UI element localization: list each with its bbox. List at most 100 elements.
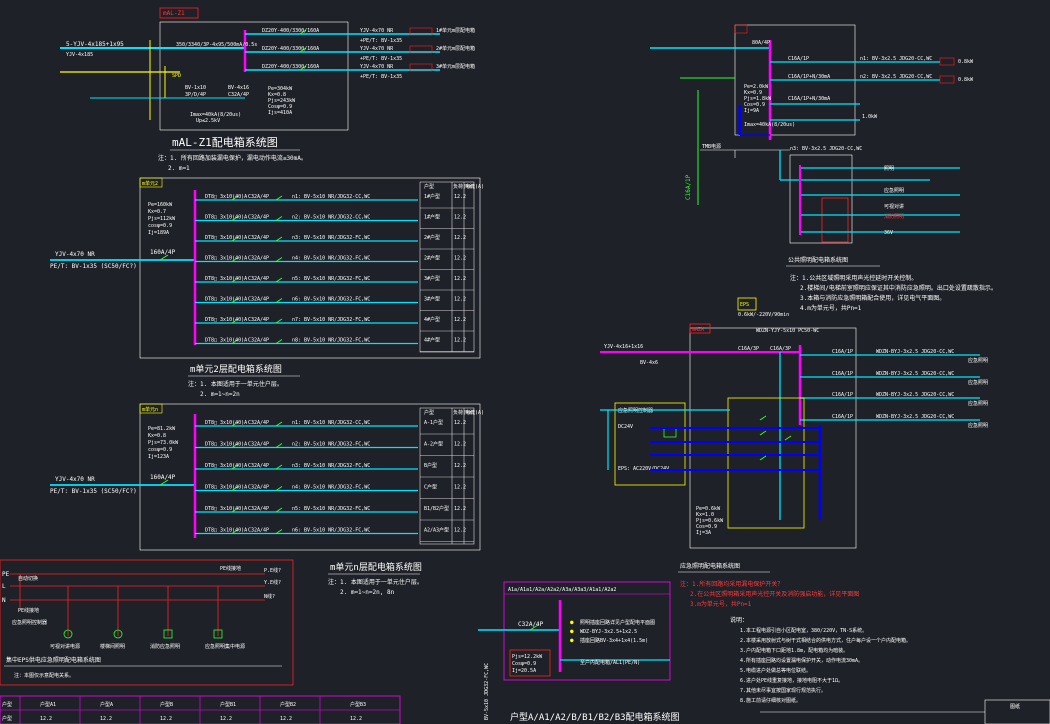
mal-breaker2: BV-4x16 (228, 85, 249, 91)
panel_m2-row-unit: 3#户型 (424, 296, 440, 303)
panel_mn-row-kw: 12.2 (454, 420, 466, 426)
mal-calc-2: Pjs=243kW (268, 98, 296, 104)
mal-note-1: 2. m=1 (168, 165, 190, 172)
public-spd: Imax=40kA(8/20us) (744, 122, 795, 128)
epsb-note: 注：本图仅示意配电关系。 (14, 672, 74, 679)
public-c16-0: C16A/1P (788, 56, 809, 62)
mn-incoming: YJV-4x70 NR (55, 476, 95, 483)
eps-top-sub: 0.6kW/-220V/90min (738, 312, 789, 318)
epsb-right-1: P.E线? (264, 567, 281, 574)
panel_mn-row-br: C32A/4P (248, 420, 269, 426)
panel_mn-row-line: n2: BV-5x10 NR/JDG32-FC,WC (292, 442, 370, 448)
mn-th-0: 户型 (424, 409, 434, 416)
mn-code: m单元n (142, 406, 158, 413)
m2-th-0: 户型 (424, 183, 434, 190)
panel_mn-row-sw: DT8□ 3x10(40)A (205, 442, 247, 448)
mn-calc-2: Pjs=73.0kW (148, 440, 179, 446)
panel_m2-row-sw: DT8□ 3x10(40)A (205, 297, 247, 303)
user-main: C32A/4P (518, 621, 544, 628)
m2-calc-0: Pe=160kW (148, 202, 173, 208)
eps-incoming2: WDZN-YJY-5x10 PC50-WC (756, 328, 819, 334)
panel_m2-row-line: n6: BV-5x10 NR/JDG32-FC,WC (292, 297, 370, 303)
right-notes: 说明： 1.本工程电源引自小区配电室，380/220V，TN-S系统。 2.本楼… (730, 616, 1050, 724)
user-title: 户型A/A1/A2/B/B1/B2/B3配电箱系统图 (510, 711, 680, 723)
panel_mn-row-unit: A-1户型 (424, 419, 443, 426)
panel_m2-row-kw: 12.2 (454, 338, 466, 344)
mal-note-0: 注：1. 所有回路加装漏电保护，漏电动作电流≤30mA。 (158, 154, 307, 162)
mal-spd: SPD (172, 73, 181, 79)
mal-feeder-dest-2: 3#单元m层配电箱 (436, 63, 475, 70)
panel-m2: m单元2 YJV-4x70 NR PE/T: BV-1x35 (SC50/FC?… (50, 177, 484, 398)
epsb-item-2: 楼梯间照明 (100, 643, 125, 650)
mal-feeder-dest-0: 1#单元m层配电箱 (436, 27, 475, 34)
epsb-item-1: 可视对讲电源 (50, 643, 80, 650)
bt-r-1: 12.2 (40, 716, 52, 722)
mn-th-2: 电流(A) (465, 409, 484, 416)
m2-main-sw: 160A/4P (150, 249, 176, 256)
panel_m2-row-br: C32A/4P (248, 276, 269, 282)
mal-feeder-cable-2: YJV-4x70 NR (360, 64, 394, 70)
bt-r-6: 12.2 (350, 716, 362, 722)
public-note-1: 2.楼梯间/电梯前室照明应保证其中消防应急照明。出口处设置疏散指示。 (800, 284, 997, 292)
panel-mn: m单元n YJV-4x70 NR PE/T: BV-1x35 (SC50/FC?… (50, 403, 484, 596)
mal-calc-1: Kx=0.8 (268, 92, 286, 98)
mal-code: mAL-Z1 (163, 10, 185, 17)
eps-calc-4: Ij=3A (696, 530, 711, 536)
mal-incoming-cable: 5-YJV-4x185+1x95 (66, 41, 124, 48)
eps-load-br-3: C16A/1P (832, 414, 853, 420)
panel_m2-row-sw: DT8□ 3x10(40)A (205, 338, 247, 344)
panel_m2-row-kw: 12.2 (454, 297, 466, 303)
eps-load-dest-3: 应急照明 (968, 422, 988, 429)
mal-feeder-sub-1: +PE/T: BV-1x35 (360, 56, 402, 62)
panel_mn-row-br: C32A/4P (248, 485, 269, 491)
public-breaker: 80A/4P (752, 40, 770, 46)
panel_mn-row-line: n5: BV-5x10 NR/JDG32-FC,WC (292, 506, 370, 512)
mal-feeder-sw-2: DZ20Y-400/3300/160A (262, 64, 319, 70)
eps-load-dest-2: 应急照明 (968, 400, 988, 407)
panel_mn-row-sw: DT8□ 3x10(40)A (205, 528, 247, 534)
rn-line-6: 7.其他未尽事宜按国家现行规范执行。 (740, 687, 826, 694)
panel_m2-row-br: C32A/4P (248, 235, 269, 241)
mal-feeder-sub-2: +PE/T: BV-1x35 (360, 74, 402, 80)
rn-line-0: 1.本工程电源引自小区配电室，380/220V，TN-S系统。 (740, 627, 867, 634)
eps-load-br-1: C16A/1P (832, 371, 853, 377)
panel_m2-row-unit: 2#户型 (424, 255, 440, 262)
eps-load-dest-0: 应急照明 (968, 357, 988, 364)
public-right-1: 应急照明 (884, 187, 904, 194)
public-right-4: 36V (884, 230, 893, 236)
public-note-0: 注：1.公共区域照明采用声光控延时开关控制。 (790, 274, 917, 282)
mal-calc-3: Cosφ=0.9 (268, 104, 292, 110)
panel_m2-row-sw: DT8□ 3x10(40)A (205, 215, 247, 221)
panel_mn-row-kw: 12.2 (454, 528, 466, 534)
eps-load-br-2: C16A/1P (832, 392, 853, 398)
public-load-2: 1.0kW (862, 114, 878, 120)
bt-h-5: 户型B2 (280, 701, 296, 708)
panel_m2-row-line: n3: BV-5x10 NR/JDG32-FC,WC (292, 235, 370, 241)
title-block-label: 图纸 (1010, 703, 1020, 710)
panel_mn-row-kw: 12.2 (454, 442, 466, 448)
panel_mn-row-line: n1: BV-5x10 NR/JDG32-CC,WC (292, 420, 370, 426)
mal-feeder-cable-0: YJV-4x70 NR (360, 28, 394, 34)
m2-code: m单元2 (142, 180, 158, 187)
panel_mn-row-br: C32A/4P (248, 463, 269, 469)
m2-calc-2: Pjs=112kW (148, 216, 176, 222)
eps-note-0: 注：1.所有回路均采用漏电保护开关？ (680, 580, 783, 588)
eps-box-sub: DC24V (618, 424, 633, 430)
mn-note-1: 2. m=1~n=2n, 8n (340, 589, 395, 596)
panel_mn-row-br: C32A/4P (248, 442, 269, 448)
rn-line-1: 2.本楼采用放射式与树干式相结合的供电方式，住户每户设一个户内配电箱。 (740, 637, 911, 644)
panel-user: A1a/A1a1/A2a/A2a2/A3a/A3a3/A1a1/A2a2 C32… (478, 581, 680, 723)
panel_mn-row-unit: B1/B2户型 (424, 505, 449, 512)
mal-incoming-label: YJV-4x185 (66, 52, 93, 58)
eps-bus: BV-4x6 (640, 360, 658, 366)
m2-calc-1: Kx=0.7 (148, 209, 166, 215)
m2-incoming2: PE/T: BV-1x35 (SC50/FC?) (50, 263, 137, 270)
epsb-line-1: L (2, 583, 6, 590)
panel_m2-row-kw: 12.2 (454, 194, 466, 200)
mn-calc-1: Kx=0.8 (148, 433, 166, 439)
panel_mn-row-kw: 12.2 (454, 506, 466, 512)
eps-load-line-2: WDZN-BYJ-3x2.5 JDG20-CC,WC (876, 392, 954, 398)
panel_m2-row-br: C32A/4P (248, 338, 269, 344)
